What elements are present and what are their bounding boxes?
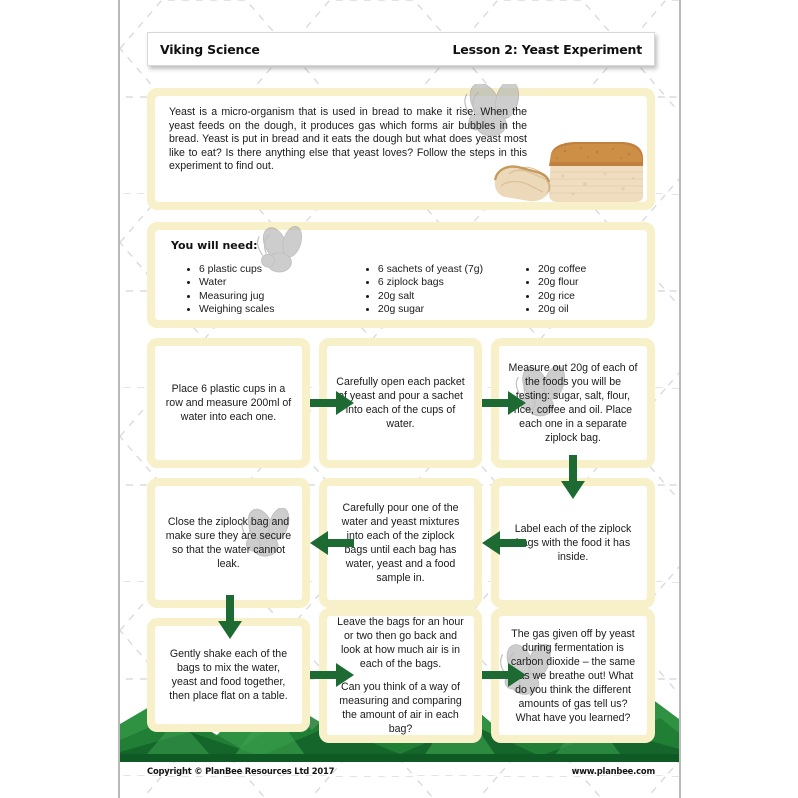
step-card-1: Place 6 plastic cups in a row and measur… bbox=[155, 346, 302, 460]
arrow-right-icon bbox=[482, 391, 526, 415]
list-item: 20g salt bbox=[378, 290, 522, 303]
step-line: Close the ziplock bag and make sure they… bbox=[165, 516, 292, 570]
arrow-down-icon bbox=[218, 595, 242, 639]
list-item: 20g coffee bbox=[538, 263, 635, 276]
arrow-down-icon bbox=[561, 455, 585, 499]
page-footer: Copyright © PlanBee Resources Ltd 2017 w… bbox=[147, 766, 655, 776]
list-item: Measuring jug bbox=[199, 290, 362, 303]
arrow-left-icon bbox=[482, 531, 526, 555]
lesson-title: Lesson 2: Yeast Experiment bbox=[452, 41, 643, 57]
step-text-4: Close the ziplock bag and make sure they… bbox=[155, 515, 302, 571]
arrow-left-icon bbox=[310, 531, 354, 555]
step-line: Can you think of a way of measuring and … bbox=[339, 681, 462, 735]
step-line: Gently shake each of the bags to mix the… bbox=[169, 648, 288, 702]
list-item: Weighing scales bbox=[199, 303, 362, 316]
step-line: Place 6 plastic cups in a row and measur… bbox=[165, 383, 292, 423]
step-text-1: Place 6 plastic cups in a row and measur… bbox=[155, 382, 302, 424]
materials-panel: You will need: 6 plastic cups Water Meas… bbox=[147, 222, 655, 328]
subject-title: Viking Science bbox=[160, 41, 260, 57]
copyright-text: Copyright © PlanBee Resources Ltd 2017 bbox=[147, 766, 335, 776]
intro-paragraph: Yeast is a micro-organism that is used i… bbox=[169, 106, 527, 173]
step-text-7: Gently shake each of the bags to mix the… bbox=[155, 647, 302, 703]
list-item: 20g flour bbox=[538, 276, 635, 289]
step-card-4: Close the ziplock bag and make sure they… bbox=[155, 486, 302, 600]
list-item: 6 plastic cups bbox=[199, 263, 362, 276]
arrow-right-icon bbox=[310, 391, 354, 415]
list-item: 20g sugar bbox=[378, 303, 522, 316]
materials-columns: 6 plastic cups Water Measuring jug Weigh… bbox=[183, 263, 635, 317]
step-panel-1: Place 6 plastic cups in a row and measur… bbox=[147, 338, 310, 468]
materials-column-3: 20g coffee 20g flour 20g rice 20g oil bbox=[522, 263, 635, 317]
step-panel-4: Close the ziplock bag and make sure they… bbox=[147, 478, 310, 608]
worksheet-page: Viking Science Lesson 2: Yeast Experimen… bbox=[118, 0, 681, 798]
materials-column-1: 6 plastic cups Water Measuring jug Weigh… bbox=[183, 263, 362, 317]
step-card-7: Gently shake each of the bags to mix the… bbox=[155, 626, 302, 724]
arrow-right-icon bbox=[310, 663, 354, 687]
website-link[interactable]: www.planbee.com bbox=[571, 766, 656, 776]
materials-title: You will need: bbox=[171, 239, 258, 252]
materials-column-2: 6 sachets of yeast (7g) 6 ziplock bags 2… bbox=[362, 263, 522, 317]
intro-card: Yeast is a micro-organism that is used i… bbox=[155, 84, 647, 202]
list-item: 20g rice bbox=[538, 290, 635, 303]
materials-card: You will need: 6 plastic cups Water Meas… bbox=[155, 226, 647, 320]
arrow-right-icon bbox=[482, 663, 526, 687]
list-item: 6 ziplock bags bbox=[378, 276, 522, 289]
page-header: Viking Science Lesson 2: Yeast Experimen… bbox=[147, 32, 655, 66]
list-item: Water bbox=[199, 276, 362, 289]
intro-panel: Yeast is a micro-organism that is used i… bbox=[147, 84, 655, 210]
list-item: 20g oil bbox=[538, 303, 635, 316]
list-item: 6 sachets of yeast (7g) bbox=[378, 263, 522, 276]
